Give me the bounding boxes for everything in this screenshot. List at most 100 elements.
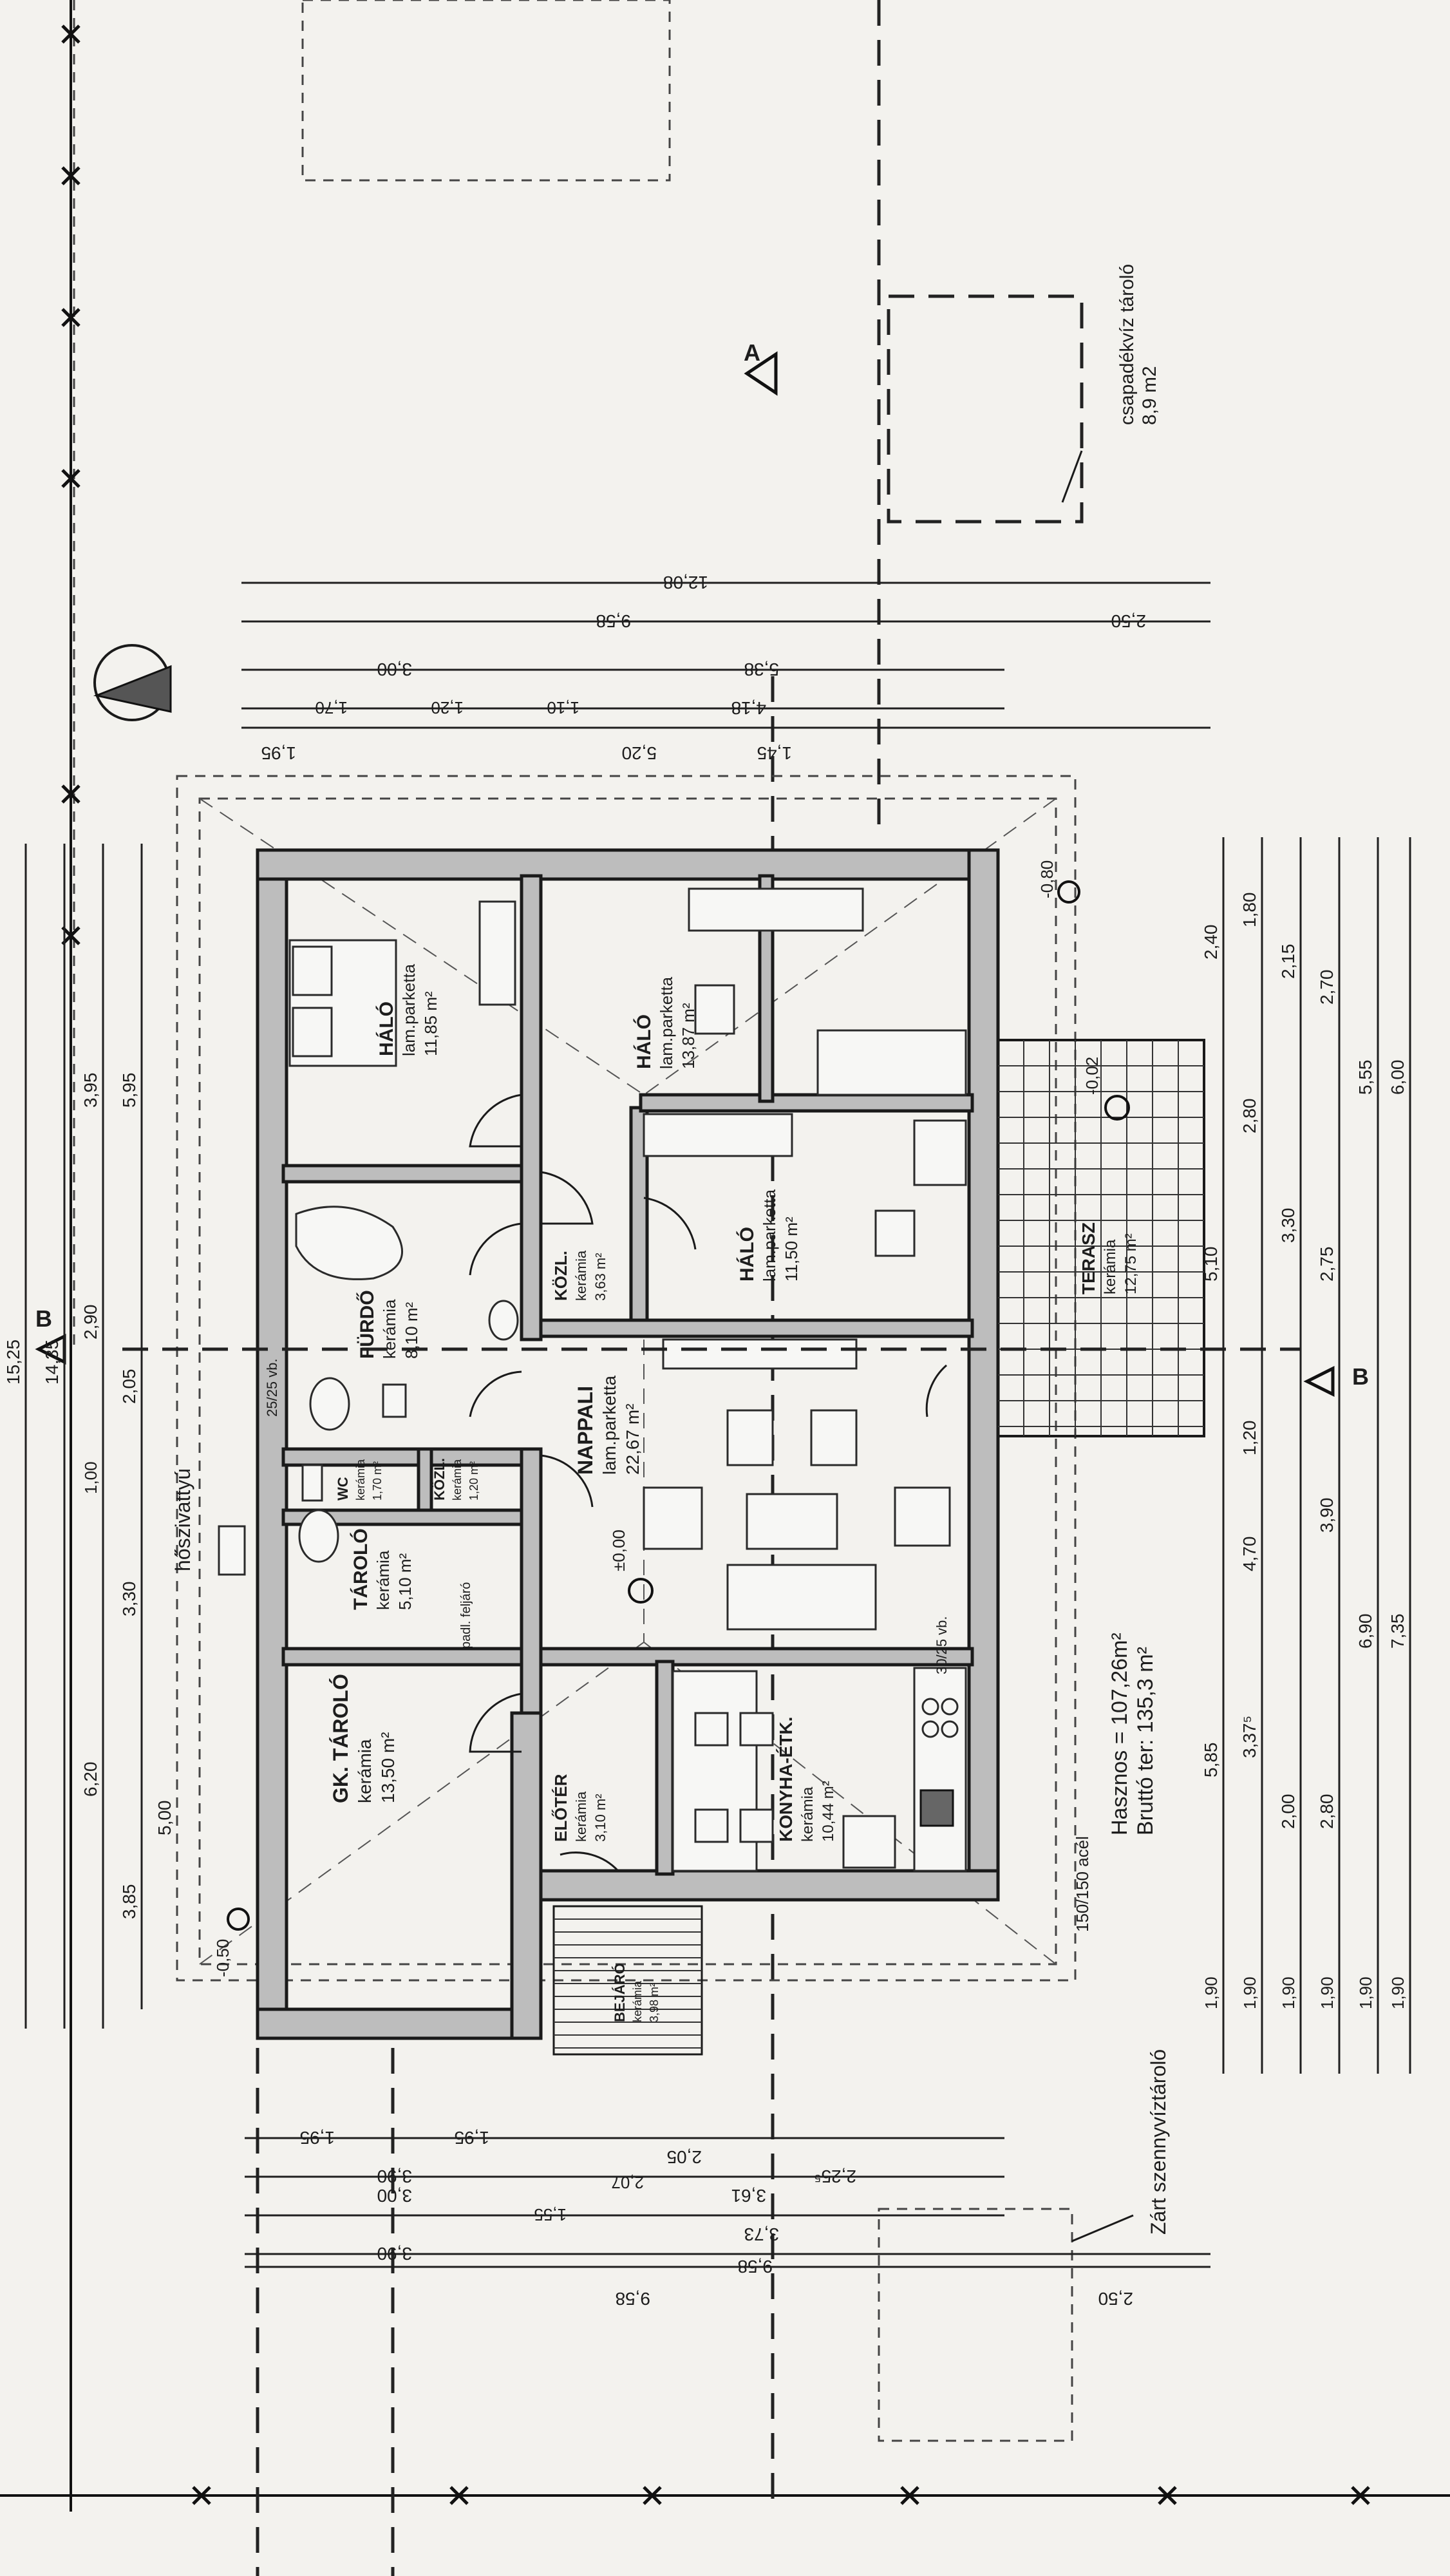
level-m050-marker-icon bbox=[227, 1908, 250, 1931]
dim-left-1525: 15,25 bbox=[3, 1340, 23, 1385]
dim-right-190a: 1,90 bbox=[1201, 1976, 1221, 2009]
dim-bot-155: 1,55 bbox=[534, 2205, 567, 2224]
room-wc-area: 1,70 m² bbox=[371, 1461, 384, 1501]
armchair-2 bbox=[810, 1409, 858, 1466]
dim-bot-207: 2,07 bbox=[611, 2173, 644, 2192]
dining-chair-1 bbox=[694, 1712, 729, 1747]
section-b-label-right: B bbox=[1352, 1363, 1369, 1390]
room-halo3-area: 11,50 m² bbox=[782, 1217, 801, 1282]
dim-right-337: 3,37⁵ bbox=[1239, 1716, 1259, 1758]
terrace-tiles bbox=[997, 1039, 1205, 1437]
dim-top-110: 1,10 bbox=[547, 698, 579, 717]
room-halo2-finish: lam.parketta bbox=[657, 976, 676, 1069]
room-kozl2-name: KÖZL. bbox=[431, 1458, 447, 1501]
dim-left-100: 1,00 bbox=[81, 1461, 100, 1494]
wardrobe-1 bbox=[478, 900, 516, 1006]
room-eloter-finish: kerámia bbox=[573, 1791, 589, 1842]
room-konyha-name: KONYHA-ÉTK. bbox=[776, 1717, 796, 1842]
room-kozl2-finish: kerámia bbox=[451, 1459, 464, 1501]
room-bejaro-name: BEJÁRÓ bbox=[612, 1963, 628, 2022]
room-halo3-finish: lam.parketta bbox=[760, 1189, 779, 1282]
room-halo2-name: HÁLÓ bbox=[633, 1014, 655, 1069]
dim-bot-300: 3,00 bbox=[377, 2186, 413, 2206]
section-b-marker-right-icon bbox=[1303, 1365, 1335, 1397]
dim-right-240: 2,40 bbox=[1201, 925, 1221, 960]
dim-right-280: 2,80 bbox=[1239, 1099, 1259, 1134]
terrace-level: -0,02 bbox=[1082, 1057, 1102, 1095]
room-halo3-name: HÁLÓ bbox=[736, 1227, 758, 1282]
room-tarolo-area: 5,10 m² bbox=[395, 1553, 415, 1610]
dim-left-595: 5,95 bbox=[119, 1073, 139, 1108]
stove-burner-3 bbox=[921, 1720, 939, 1738]
dim-right-190b: 1,90 bbox=[1240, 1976, 1259, 2009]
column-vb-30-label: 30/25 vb. bbox=[934, 1616, 950, 1674]
room-halo1-finish: lam.parketta bbox=[399, 963, 419, 1056]
coffee-table bbox=[746, 1493, 838, 1550]
section-b-label-left: B bbox=[35, 1305, 52, 1332]
bathtub bbox=[295, 1206, 403, 1280]
room-terasz-area: 12,75 m² bbox=[1122, 1233, 1140, 1294]
dim-right-470: 4,70 bbox=[1239, 1537, 1259, 1572]
room-kozl1-name: KÖZL. bbox=[551, 1251, 570, 1301]
washbasin-2 bbox=[488, 1300, 519, 1341]
entrance-steps bbox=[552, 1905, 703, 2056]
dim-bot-195a: 1,95 bbox=[300, 2128, 335, 2148]
dim-right-280b: 2,80 bbox=[1317, 1794, 1337, 1830]
sofa bbox=[726, 1564, 877, 1631]
attic-access-label: padl. feljáró bbox=[459, 1582, 473, 1649]
dim-right-690: 6,90 bbox=[1355, 1614, 1375, 1649]
plot-ticks bbox=[61, 24, 1370, 2505]
room-tarolo-finish: kerámia bbox=[373, 1550, 393, 1610]
dim-right-555: 5,55 bbox=[1355, 1060, 1375, 1095]
dim-top-520: 5,20 bbox=[622, 743, 657, 763]
room-wc-finish: kerámia bbox=[354, 1459, 367, 1501]
dim-bot-958b: 9,58 bbox=[616, 2289, 651, 2309]
tv-unit bbox=[662, 1338, 858, 1370]
dim-top-300: 3,00 bbox=[377, 659, 413, 679]
level-m080: -0,80 bbox=[1037, 860, 1057, 898]
pillow-1a bbox=[292, 945, 333, 996]
heat-pump-label: hőszivattyú bbox=[171, 1468, 194, 1571]
dim-right-200: 2,00 bbox=[1278, 1794, 1298, 1830]
north-arrow-icon bbox=[93, 644, 172, 721]
dining-chair-4 bbox=[739, 1808, 774, 1843]
room-furdo-area: 8,10 m² bbox=[402, 1302, 421, 1359]
dimension-labels: 12,08 9,58 2,50 3,00 5,38 4,18 5,20 1,95… bbox=[3, 573, 1408, 2309]
dim-top-120: 1,20 bbox=[431, 698, 464, 717]
roof-ridge-lines bbox=[199, 798, 1057, 1965]
dim-bot-390a: 3,90 bbox=[377, 2166, 413, 2186]
dim-top-145: 1,45 bbox=[757, 743, 793, 763]
dim-right-510: 5,10 bbox=[1201, 1247, 1221, 1282]
room-terasz-finish: kerámia bbox=[1102, 1239, 1119, 1294]
dim-right-390: 3,90 bbox=[1317, 1498, 1337, 1533]
dim-right-735: 7,35 bbox=[1388, 1614, 1408, 1649]
room-furdo-name: FÜRDŐ bbox=[356, 1290, 378, 1359]
rainwater-tank-area: 8,9 m2 bbox=[1139, 366, 1160, 425]
dining-chair-2 bbox=[739, 1712, 774, 1747]
dimension-lines bbox=[24, 582, 1411, 2268]
heat-pump-unit bbox=[218, 1525, 246, 1576]
dim-top-418: 4,18 bbox=[731, 698, 767, 718]
section-a-marker-icon bbox=[744, 351, 778, 396]
door-swings bbox=[469, 1094, 947, 1872]
dim-top-250: 2,50 bbox=[1111, 611, 1147, 631]
dim-right-585: 5,85 bbox=[1201, 1743, 1221, 1778]
dim-top-total: 12,08 bbox=[663, 573, 708, 592]
dim-right-190e: 1,90 bbox=[1356, 1976, 1375, 2009]
dim-left-205: 2,05 bbox=[119, 1369, 139, 1405]
dim-right-330: 3,30 bbox=[1278, 1208, 1298, 1244]
pillow-1b bbox=[292, 1007, 333, 1057]
dim-top-195: 1,95 bbox=[261, 743, 297, 763]
dim-left-290: 2,90 bbox=[80, 1305, 100, 1340]
dim-top-538: 5,38 bbox=[744, 659, 780, 679]
exterior-walls bbox=[256, 848, 1000, 2040]
stove-burner-4 bbox=[941, 1720, 959, 1738]
room-halo2-area: 13,87 m² bbox=[679, 1003, 698, 1069]
column-vb-25-label: 25/25 vb. bbox=[264, 1358, 280, 1417]
armchair-1 bbox=[726, 1409, 774, 1466]
bed-2 bbox=[816, 1029, 967, 1096]
dim-bot-390b: 3,90 bbox=[377, 2244, 413, 2264]
room-gktarolo-area: 13,50 m² bbox=[378, 1732, 398, 1804]
